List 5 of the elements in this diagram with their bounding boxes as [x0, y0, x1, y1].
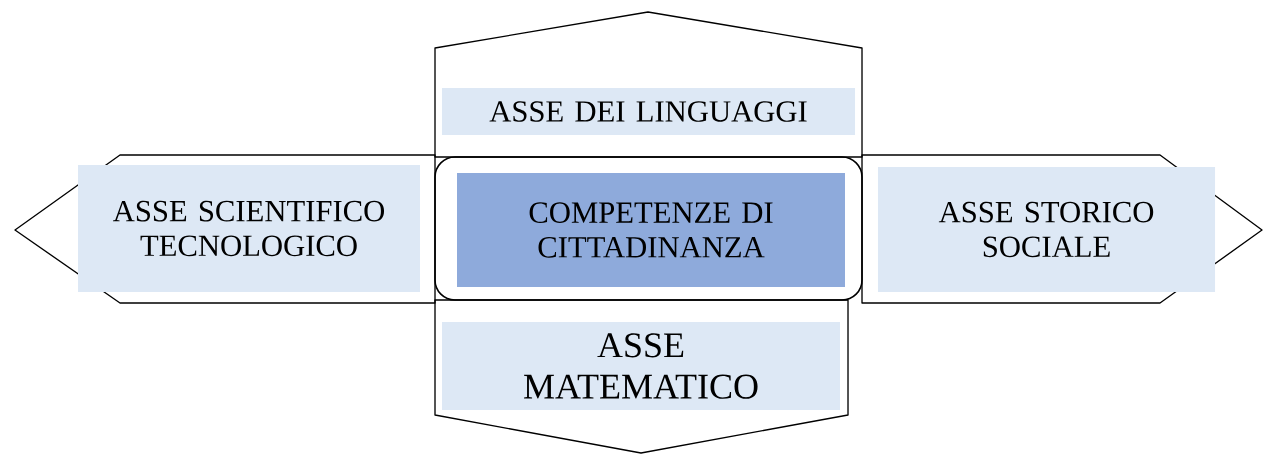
text-box: ASSE DEI LINGUAGGI	[441, 88, 856, 135]
text-box: COMPETENZE DI CITTADINANZA	[457, 173, 845, 287]
text-box: ASSE STORICO SOCIALE	[877, 166, 1216, 293]
text-box: ASSE MATEMATICO	[442, 322, 840, 410]
text-box: ASSE SCIENTIFICO TECNOLOGICO	[78, 165, 420, 292]
